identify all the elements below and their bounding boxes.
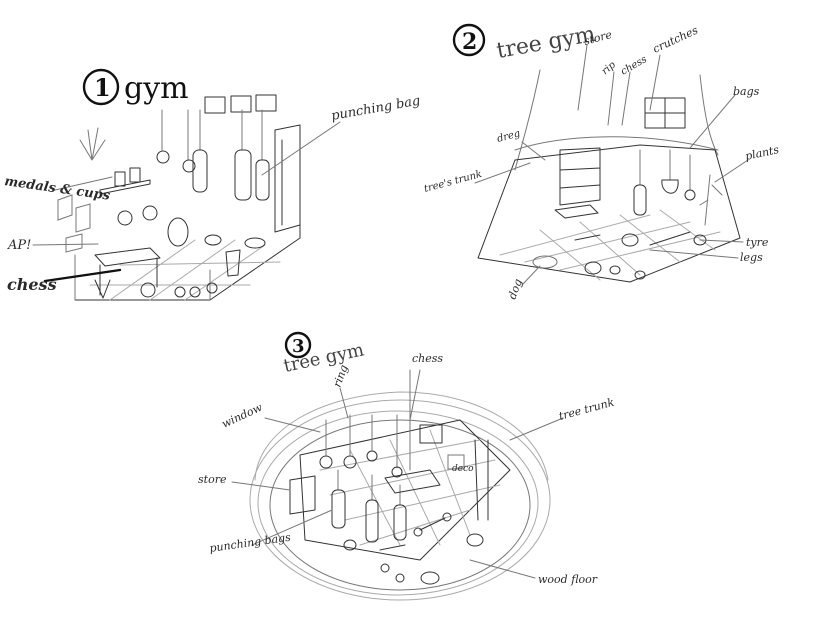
sketch-3-leader-chess bbox=[409, 369, 421, 421]
sketch-3-leader-tree-trunk bbox=[509, 417, 564, 441]
sketch-3-number-circle bbox=[284, 331, 312, 359]
sketch-2-leader-rip bbox=[607, 71, 615, 126]
sketch-2-window bbox=[644, 97, 686, 129]
sketch-1-weights bbox=[94, 234, 266, 299]
sketch-3-store-shelf bbox=[289, 475, 316, 515]
sketch-2-tree-gym: 2 tree gym bbox=[423, 22, 781, 301]
sketch-2-leader-crutches bbox=[649, 54, 661, 111]
sketch-1-plant bbox=[79, 127, 106, 161]
sketch-3-leader-wood-floor bbox=[469, 559, 536, 579]
sketch-3-window bbox=[419, 424, 443, 444]
sketch-1-leader-medals bbox=[54, 176, 113, 191]
sketch-1-floor-tiles bbox=[89, 239, 281, 301]
sketch-1-gym: 1 gym bbox=[3, 68, 421, 301]
sketch-2-dog bbox=[532, 255, 558, 269]
sketch-2-plants bbox=[699, 174, 723, 226]
sketch-3-leader-ring bbox=[339, 387, 349, 419]
sketch-3-label-ring: ring bbox=[331, 363, 351, 389]
sketch-2-number: 2 bbox=[462, 29, 477, 55]
sketch-1-leader-punching-bag bbox=[261, 121, 341, 176]
sketch-1-number-circle bbox=[82, 68, 120, 106]
sketch-2-label-bags: bags bbox=[733, 85, 760, 98]
sketch-2-label-trees-trunk: tree's trunk bbox=[423, 169, 483, 195]
sketch-2-leader-tyre bbox=[699, 239, 744, 243]
sketch-3-trunk-outline bbox=[249, 391, 551, 601]
sketch-2-label-rip: rip bbox=[600, 59, 619, 77]
sketch-1-label-chess: chess bbox=[7, 275, 57, 294]
sketch-1-label-punching-bag: punching bag bbox=[330, 94, 421, 124]
sketch-1-windows bbox=[204, 94, 277, 114]
sketch-1-number: 1 bbox=[94, 73, 111, 102]
sketch-2-leader-chess bbox=[621, 71, 631, 126]
sketch-2-room-outline bbox=[477, 149, 741, 283]
sketch-3-punching-bags bbox=[331, 469, 407, 543]
sketch-3-label-window: window bbox=[220, 400, 265, 430]
sketch-1-leader-chess bbox=[43, 268, 122, 283]
sketch-1-leader-ap bbox=[32, 243, 99, 246]
sketch-3-leader-punching-bags bbox=[251, 509, 333, 546]
sketch-3-leader-window bbox=[264, 417, 321, 433]
sketch-1-frames bbox=[57, 194, 91, 253]
sketch-3-floor-grid bbox=[319, 429, 501, 546]
sketch-3-label-chess: chess bbox=[412, 352, 443, 365]
sketch-2-label-legs: legs bbox=[740, 251, 763, 264]
sketch-2-leader-dreg bbox=[521, 141, 546, 161]
sketch-1-label-ap: AP! bbox=[7, 238, 31, 253]
sketch-1-rings bbox=[117, 109, 196, 226]
sketch-2-back-wall bbox=[514, 144, 716, 161]
sketch-2-floor-grid bbox=[499, 209, 721, 281]
sketch-2-leader-plants bbox=[714, 159, 749, 183]
sketch-3-label-tree-trunk: tree trunk bbox=[557, 396, 615, 423]
sketch-3-number: 3 bbox=[292, 336, 305, 357]
sketch-2-label-crutches: crutches bbox=[651, 23, 701, 55]
sketch-2-chess-table bbox=[554, 204, 599, 219]
sketch-1-title: gym bbox=[124, 71, 189, 106]
sketch-2-label-dog: dog bbox=[506, 277, 525, 301]
sketch-3-chess-table bbox=[384, 469, 441, 494]
sketch-2-leader-trunk bbox=[474, 162, 531, 184]
sketch-3-room-floor bbox=[299, 419, 511, 561]
sketch-2-number-circle bbox=[452, 23, 486, 57]
sketch-2-leader-dog bbox=[521, 265, 541, 286]
sketch-3-climbing-rope bbox=[474, 439, 489, 521]
sketch-1-chess-table bbox=[94, 247, 161, 296]
sketch-2-label-tyre: tyre bbox=[746, 236, 769, 249]
sketch-2-store-shelf bbox=[559, 147, 601, 206]
sketch-1-punching-bags bbox=[192, 109, 270, 201]
sketch-3-leader-store bbox=[231, 481, 291, 491]
sketch-2-leader-legs bbox=[649, 249, 739, 259]
sketch-2-title: tree gym bbox=[495, 22, 598, 64]
sketch-3-deco-frame bbox=[447, 454, 465, 470]
sketch-2-canopy-edge bbox=[514, 136, 719, 151]
sketch-3-weights bbox=[343, 512, 484, 585]
sketch-2-equipment bbox=[574, 231, 707, 280]
sketch-1-label-medals-cups: medals & cups bbox=[3, 174, 111, 204]
sketch-3-label-deco: deco bbox=[452, 464, 474, 474]
sketch-2-leader-bags bbox=[689, 94, 736, 149]
sketch-2-label-plants: plants bbox=[744, 143, 781, 163]
sketch-2-leader-store bbox=[577, 44, 588, 111]
sketch-1-lockers bbox=[274, 124, 301, 233]
sketch-2-bags bbox=[633, 149, 696, 216]
sketch-2-label-chess: chess bbox=[619, 54, 649, 78]
sketch-1-tyre-icon bbox=[167, 217, 189, 247]
sketch-2-trunk-walls bbox=[514, 69, 719, 171]
sketch-3-tree-gym: 3 tree gym bbox=[198, 331, 616, 601]
sketch-3-label-store: store bbox=[198, 473, 227, 486]
sketch-1-trophy-shelf bbox=[99, 167, 151, 195]
sketch-3-label-wood-floor: wood floor bbox=[538, 573, 598, 586]
sketch-2-label-dreg: dreg bbox=[496, 128, 522, 145]
